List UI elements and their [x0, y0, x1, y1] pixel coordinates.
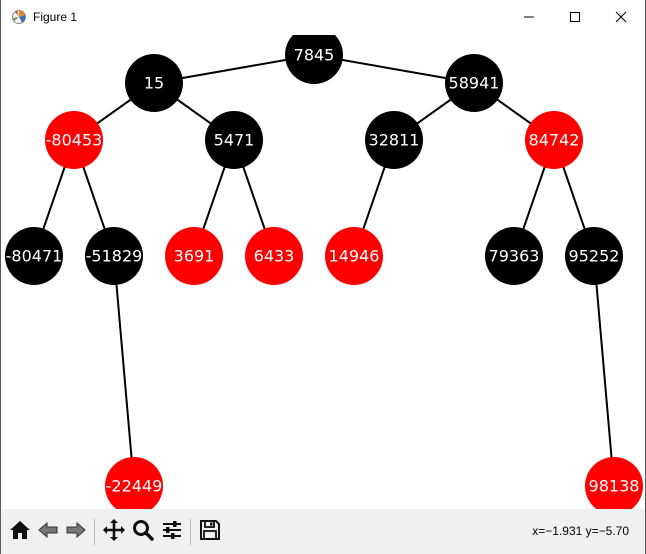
close-button[interactable]: [598, 0, 644, 35]
toolbar-separator: [190, 519, 191, 545]
move-icon: [102, 518, 126, 546]
node-circle: [365, 111, 423, 169]
tree-edge: [593, 255, 615, 487]
node-label: -80453: [46, 131, 103, 150]
tree-node-32811: 32811: [365, 111, 423, 169]
tree-node--22449: -22449: [105, 457, 163, 509]
node-label: 5471: [214, 131, 255, 150]
tree-node--51829: -51829: [85, 227, 143, 285]
node-label: 58941: [449, 74, 500, 93]
title-bar[interactable]: Figure 1: [1, 0, 645, 35]
pan-button[interactable]: [101, 519, 127, 545]
forward-button[interactable]: [63, 519, 89, 545]
navigation-toolbar: x=−1.931 y=−5.70: [1, 509, 645, 554]
node-label: 79363: [489, 247, 540, 266]
back-button[interactable]: [35, 519, 61, 545]
tree-node-84742: 84742: [525, 111, 583, 169]
floppy-disk-icon: [198, 518, 222, 546]
matplotlib-logo-icon: [11, 9, 27, 25]
node-circle: [165, 227, 223, 285]
tree-node-3691: 3691: [165, 227, 223, 285]
node-label: 15: [144, 74, 164, 93]
node-label: -80471: [6, 247, 63, 266]
home-button[interactable]: [7, 519, 33, 545]
tree-node-15: 15: [125, 54, 183, 112]
node-label: 7845: [294, 46, 335, 65]
close-icon: [615, 8, 627, 27]
node-label: 3691: [174, 247, 215, 266]
cursor-coordinates: x=−1.931 y=−5.70: [532, 524, 629, 538]
node-circle: [125, 54, 183, 112]
node-circle: [525, 111, 583, 169]
tree-node-79363: 79363: [485, 227, 543, 285]
node-circle: [445, 54, 503, 112]
node-circle: [285, 35, 343, 84]
minimize-button[interactable]: [506, 0, 552, 35]
node-circle: [85, 227, 143, 285]
sliders-icon: [160, 518, 184, 546]
node-circle: [585, 457, 643, 509]
node-label: -51829: [86, 247, 143, 266]
node-label: 98138: [589, 477, 640, 496]
node-circle: [325, 227, 383, 285]
tree-node-7845: 7845: [285, 35, 343, 84]
tree-plot: 7845 15 58941 -80453 5471 32811 84742 -80471 -51…: [5, 35, 643, 509]
tree-node-14946: 14946: [325, 227, 383, 285]
node-circle: [45, 111, 103, 169]
back-arrow-icon: [36, 518, 60, 546]
maximize-icon: [569, 8, 581, 27]
node-circle: [565, 227, 623, 285]
node-circle: [5, 227, 63, 285]
magnifier-icon: [131, 518, 155, 546]
configure-subplots-button[interactable]: [159, 519, 185, 545]
tree-edge: [113, 255, 135, 487]
tree-node-5471: 5471: [205, 111, 263, 169]
toolbar-separator: [94, 519, 95, 545]
forward-arrow-icon: [64, 518, 88, 546]
node-circle: [245, 227, 303, 285]
minimize-icon: [523, 8, 535, 27]
tree-node-95252: 95252: [565, 227, 623, 285]
tree-node-58941: 58941: [445, 54, 503, 112]
node-circle: [485, 227, 543, 285]
tree-node--80453: -80453: [45, 111, 103, 169]
window-title: Figure 1: [33, 10, 78, 24]
node-label: 95252: [569, 247, 620, 266]
node-label: 32811: [369, 131, 420, 150]
maximize-button[interactable]: [552, 0, 598, 35]
home-icon: [8, 518, 32, 546]
zoom-button[interactable]: [130, 519, 156, 545]
node-label: 14946: [329, 247, 380, 266]
node-circle: [205, 111, 263, 169]
node-label: 6433: [254, 247, 295, 266]
tree-node-6433: 6433: [245, 227, 303, 285]
figure-canvas[interactable]: 7845 15 58941 -80453 5471 32811 84742 -80471 -51…: [1, 35, 645, 509]
node-label: 84742: [529, 131, 580, 150]
tree-node-98138: 98138: [585, 457, 643, 509]
node-label: -22449: [106, 477, 163, 496]
save-button[interactable]: [197, 519, 223, 545]
tree-node--80471: -80471: [5, 227, 63, 285]
node-circle: [105, 457, 163, 509]
